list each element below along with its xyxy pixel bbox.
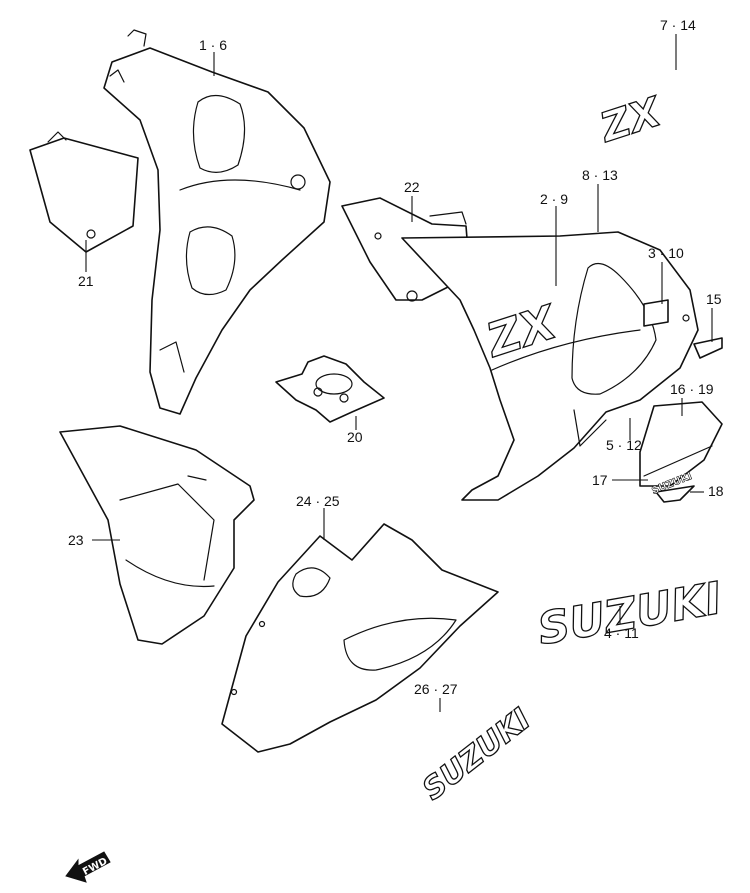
label-1-6: 1 · 6	[199, 37, 227, 53]
fwd-arrow-icon: FWD	[65, 851, 111, 883]
label-17: 17	[592, 472, 608, 488]
decal-suzuki-large: SUZUKI	[534, 573, 726, 655]
part-18-clip	[655, 485, 695, 503]
part-8-13-side-cowling	[401, 231, 699, 501]
label-8-13: 8 · 13	[582, 167, 618, 183]
label-18: 18	[708, 483, 724, 499]
leader-lines	[85, 34, 713, 712]
label-22: 22	[404, 179, 420, 195]
label-2-9: 2 · 9	[540, 191, 568, 207]
label-24-25: 24 · 25	[296, 493, 340, 509]
part-1-6-inner-fairing	[103, 29, 331, 415]
part-21-side-panel	[29, 131, 139, 253]
label-3-10: 3 · 10	[648, 245, 684, 261]
callout-labels: 1 · 6 7 · 14 8 · 13 2 · 9 22 3 · 10 15 1…	[68, 17, 724, 697]
part-16-19-side-piece	[639, 401, 723, 487]
part-24-25-under-cowling	[221, 523, 499, 753]
label-15: 15	[706, 291, 722, 307]
part-15-stripe	[693, 337, 723, 359]
part-3-10-badge	[643, 299, 669, 327]
part-20-gasket	[275, 355, 385, 423]
label-20: 20	[347, 429, 363, 445]
label-16-19: 16 · 19	[670, 381, 714, 397]
label-7-14: 7 · 14	[660, 17, 696, 33]
decal-zx-top: ZX	[593, 89, 668, 153]
label-5-12: 5 · 12	[606, 437, 642, 453]
decal-suzuki-small: SUZUKI	[416, 702, 537, 807]
label-4-11: 4 · 11	[604, 625, 639, 641]
label-21: 21	[78, 273, 94, 289]
label-26-27: 26 · 27	[414, 681, 458, 697]
part-23-inner-lower-panel	[59, 425, 255, 645]
label-23: 23	[68, 532, 84, 548]
